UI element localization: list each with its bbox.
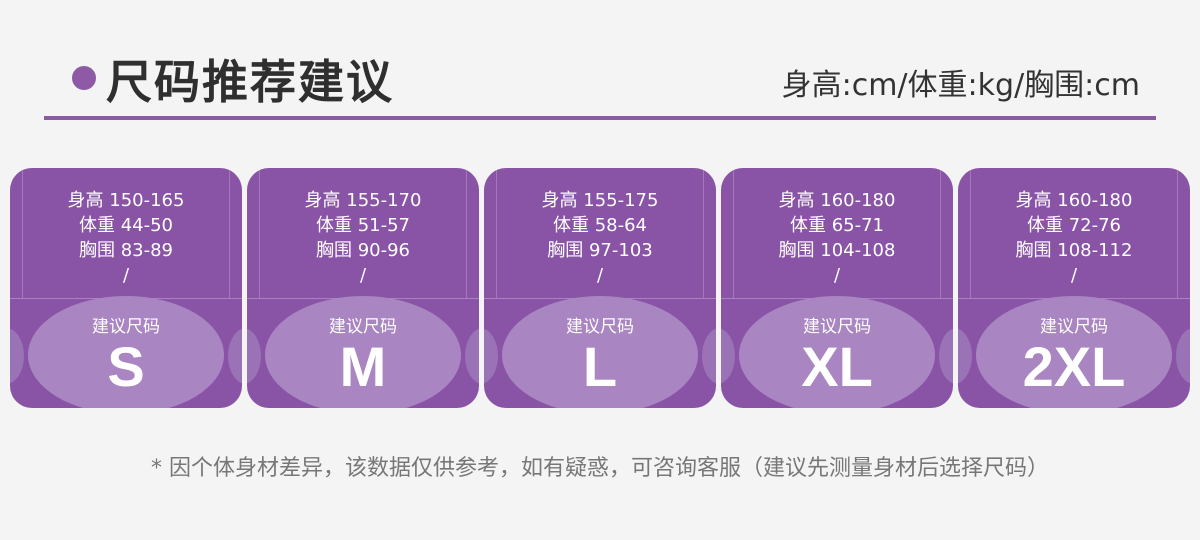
- height-range: 身高 160-180: [1015, 190, 1133, 211]
- recommended-size-label: 建议尺码: [803, 317, 871, 337]
- card-decoration: [1176, 328, 1190, 384]
- recommended-size-label: 建议尺码: [329, 317, 397, 337]
- header-divider: [44, 116, 1156, 120]
- card-measurements: 身高 160-180 体重 72-76 胸围 108-112 /: [958, 188, 1190, 288]
- card-decoration: [465, 328, 479, 384]
- card-ellipse: [976, 296, 1172, 408]
- card-ellipse: [739, 296, 935, 408]
- card-measurements: 身高 155-175 体重 58-64 胸围 97-103 /: [484, 188, 716, 288]
- card-decoration: [721, 328, 735, 384]
- height-range: 身高 160-180: [778, 190, 896, 211]
- card-measurements: 身高 160-180 体重 65-71 胸围 104-108 /: [721, 188, 953, 288]
- chest-range: 胸围 83-89: [78, 240, 174, 261]
- card-ellipse: [28, 296, 224, 408]
- separator-slash: /: [596, 265, 604, 286]
- chest-range: 胸围 97-103: [547, 240, 653, 261]
- weight-range: 体重 72-76: [1026, 215, 1122, 236]
- separator-slash: /: [833, 265, 841, 286]
- card-decoration: [247, 328, 261, 384]
- size-card-xl: 身高 160-180 体重 65-71 胸围 104-108 / 建议尺码 XL: [721, 168, 953, 408]
- weight-range: 体重 58-64: [552, 215, 648, 236]
- size-card-l: 身高 155-175 体重 58-64 胸围 97-103 / 建议尺码 L: [484, 168, 716, 408]
- card-ellipse: [502, 296, 698, 408]
- size-value: M: [339, 335, 387, 398]
- chest-range: 胸围 90-96: [315, 240, 411, 261]
- card-decoration: [228, 328, 242, 384]
- size-card-2xl: 身高 160-180 体重 72-76 胸围 108-112 / 建议尺码 2X…: [958, 168, 1190, 408]
- chest-range: 胸围 108-112: [1015, 240, 1133, 261]
- card-decoration: [484, 328, 498, 384]
- separator-slash: /: [122, 265, 130, 286]
- bullet-dot-icon: [72, 66, 96, 90]
- units-legend: 身高:cm/体重:kg/胸围:cm: [781, 68, 1140, 103]
- card-measurements: 身高 155-170 体重 51-57 胸围 90-96 /: [247, 188, 479, 288]
- height-range: 身高 155-170: [304, 190, 422, 211]
- size-value: S: [107, 335, 145, 398]
- height-range: 身高 155-175: [541, 190, 659, 211]
- height-range: 身高 150-165: [67, 190, 185, 211]
- recommended-size-label: 建议尺码: [1040, 317, 1108, 337]
- weight-range: 体重 51-57: [315, 215, 411, 236]
- size-value: L: [582, 335, 618, 398]
- card-ellipse: [265, 296, 461, 408]
- separator-slash: /: [359, 265, 367, 286]
- size-cards: 身高 150-165 体重 44-50 胸围 83-89 / 建议尺码 S 身高…: [10, 168, 1190, 408]
- weight-range: 体重 65-71: [789, 215, 885, 236]
- recommended-size-label: 建议尺码: [566, 317, 634, 337]
- card-decoration: [939, 328, 953, 384]
- page-title: 尺码推荐建议: [106, 55, 394, 109]
- card-measurements: 身高 150-165 体重 44-50 胸围 83-89 /: [10, 188, 242, 288]
- size-value: 2XL: [1022, 335, 1126, 398]
- header: 尺码推荐建议 身高:cm/体重:kg/胸围:cm: [44, 40, 1156, 122]
- size-value: XL: [801, 335, 873, 398]
- weight-range: 体重 44-50: [78, 215, 174, 236]
- recommended-size-label: 建议尺码: [92, 317, 160, 337]
- chest-range: 胸围 104-108: [778, 240, 896, 261]
- disclaimer-note: * 因个体身材差异，该数据仅供参考，如有疑惑，可咨询客服（建议先测量身材后选择尺…: [151, 456, 1049, 481]
- card-decoration: [958, 328, 972, 384]
- size-card-m: 身高 155-170 体重 51-57 胸围 90-96 / 建议尺码 M: [247, 168, 479, 408]
- separator-slash: /: [1070, 265, 1078, 286]
- size-card-s: 身高 150-165 体重 44-50 胸围 83-89 / 建议尺码 S: [10, 168, 242, 408]
- card-decoration: [702, 328, 716, 384]
- card-decoration: [10, 328, 24, 384]
